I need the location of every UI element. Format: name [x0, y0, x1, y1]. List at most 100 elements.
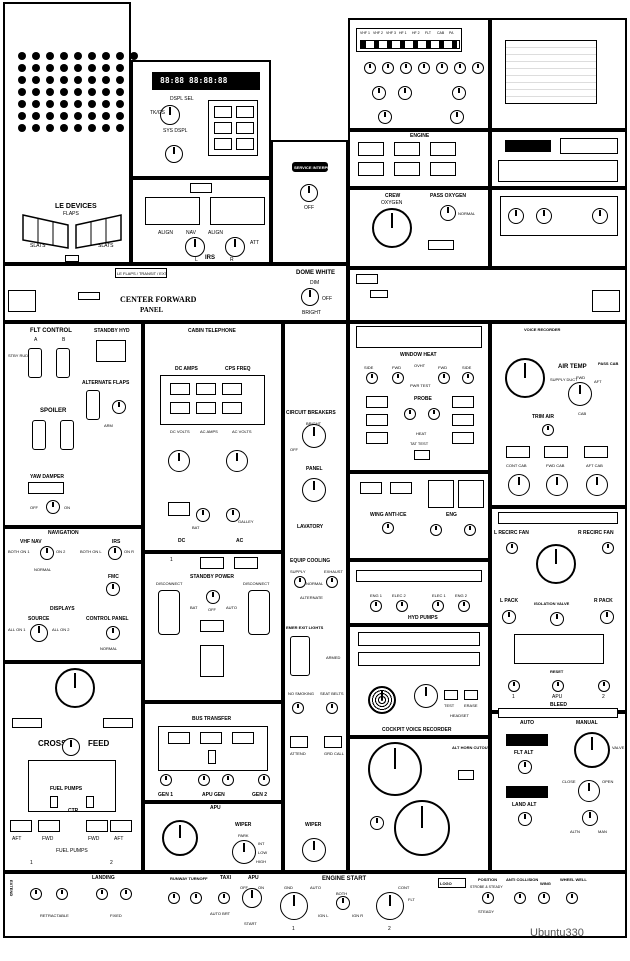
- landing-switch-3[interactable]: [96, 888, 108, 900]
- sys-dspl-knob[interactable]: [165, 145, 183, 163]
- emer-exit-guard[interactable]: [290, 636, 310, 676]
- yaw-damper-switch[interactable]: [46, 500, 60, 514]
- runway-turnoff-switch-l[interactable]: [168, 892, 180, 904]
- audio-knob-2[interactable]: [382, 62, 394, 74]
- audio-knob-1[interactable]: [364, 62, 376, 74]
- engine-start-2-knob[interactable]: [376, 892, 404, 920]
- cabin-alt-knob[interactable]: [370, 816, 384, 830]
- taxi-switch[interactable]: [218, 892, 230, 904]
- alt-horn-cutout-button[interactable]: [458, 770, 474, 780]
- wiper-knob-r[interactable]: [302, 838, 326, 862]
- apu-start-knob[interactable]: [242, 888, 262, 908]
- gen2-switch[interactable]: [258, 774, 270, 786]
- apu-bleed-switch[interactable]: [552, 680, 564, 692]
- audio-switch-row[interactable]: [360, 40, 460, 49]
- cvr-erase-button[interactable]: [464, 690, 478, 700]
- spoiler-a-switch[interactable]: [32, 420, 46, 450]
- audio-lower-knob-4[interactable]: [378, 110, 392, 124]
- displays-source-knob[interactable]: [30, 624, 48, 642]
- audio-knob-6[interactable]: [454, 62, 466, 74]
- r-pack-switch[interactable]: [600, 610, 614, 624]
- gen1-switch[interactable]: [160, 774, 172, 786]
- anti-collision-switch[interactable]: [514, 892, 526, 904]
- r-recirc-fan-switch[interactable]: [602, 542, 614, 554]
- audio-knob-4[interactable]: [418, 62, 430, 74]
- dome-white-switch[interactable]: [301, 288, 319, 306]
- position-light-switch[interactable]: [482, 892, 494, 904]
- disconnect-guard-r[interactable]: [248, 590, 270, 635]
- flt-control-b-switch[interactable]: [56, 348, 70, 378]
- fwd-cab-knob[interactable]: [546, 474, 568, 496]
- nav-irs-switch[interactable]: [108, 546, 122, 560]
- irs-left-mode-knob[interactable]: [185, 237, 205, 257]
- apu-gen-switch-2[interactable]: [222, 774, 234, 786]
- standby-power-switch[interactable]: [206, 590, 220, 604]
- mid-right-knob-3[interactable]: [592, 208, 608, 224]
- isolation-valve-switch[interactable]: [550, 612, 564, 626]
- landing-switch-4[interactable]: [120, 888, 132, 900]
- logo-light-switch[interactable]: [438, 878, 466, 888]
- le-devices-test-light[interactable]: [65, 255, 79, 262]
- pressurization-mode-knob[interactable]: [578, 780, 600, 802]
- runway-turnoff-switch-r[interactable]: [190, 892, 202, 904]
- engine-start-1-knob[interactable]: [280, 892, 308, 920]
- audio-lower-knob-5[interactable]: [450, 110, 464, 124]
- cvr-test-button[interactable]: [444, 690, 458, 700]
- control-panel-switch[interactable]: [106, 626, 120, 640]
- right-latch[interactable]: [592, 290, 620, 312]
- equip-supply-switch[interactable]: [294, 576, 306, 588]
- dspl-sel-knob[interactable]: [160, 105, 180, 125]
- probe-heat-a[interactable]: [404, 408, 416, 420]
- trim-air-switch[interactable]: [542, 424, 554, 436]
- window-heat-side-r[interactable]: [462, 372, 474, 384]
- hyd-eng1-switch[interactable]: [370, 600, 382, 612]
- l-recirc-fan-switch[interactable]: [506, 542, 518, 554]
- audio-lower-knob-2[interactable]: [398, 86, 412, 100]
- window-heat-fwd-r[interactable]: [438, 372, 450, 384]
- wheel-well-switch[interactable]: [566, 892, 578, 904]
- landing-switch-1[interactable]: [30, 888, 42, 900]
- flt-control-a-switch[interactable]: [28, 348, 42, 378]
- cont-cab-knob[interactable]: [508, 474, 530, 496]
- service-interphone-switch[interactable]: [300, 184, 318, 202]
- hyd-elec1-switch[interactable]: [432, 600, 444, 612]
- flt-alt-knob[interactable]: [518, 760, 532, 774]
- left-latch[interactable]: [8, 290, 36, 312]
- attend-button[interactable]: [290, 736, 308, 748]
- bleed-switch-1[interactable]: [508, 680, 520, 692]
- window-heat-side-l[interactable]: [366, 372, 378, 384]
- eng-anti-ice-switch-2[interactable]: [464, 524, 476, 536]
- mid-right-knob-1[interactable]: [508, 208, 524, 224]
- eng-anti-ice-switch-1[interactable]: [430, 524, 442, 536]
- dc-meter-selector[interactable]: [168, 450, 190, 472]
- bus-transfer-switch[interactable]: [208, 750, 216, 764]
- fmc-switch[interactable]: [106, 582, 120, 596]
- probe-heat-b[interactable]: [428, 408, 440, 420]
- wing-light-switch[interactable]: [538, 892, 550, 904]
- irs-right-mode-knob[interactable]: [225, 237, 245, 257]
- seat-belts-switch[interactable]: [326, 702, 338, 714]
- ctr-pump-switch-r[interactable]: [86, 796, 94, 808]
- spoiler-b-switch[interactable]: [60, 420, 74, 450]
- apu-gen-switch-1[interactable]: [198, 774, 210, 786]
- ctr-pump-switch-l[interactable]: [50, 796, 58, 808]
- pass-oxygen-switch[interactable]: [440, 205, 456, 221]
- land-alt-knob[interactable]: [518, 812, 532, 826]
- panel-dimmer[interactable]: [302, 478, 326, 502]
- vhf-nav-switch[interactable]: [40, 546, 54, 560]
- tat-test-button[interactable]: [414, 450, 430, 460]
- audio-lower-knob-3[interactable]: [452, 86, 466, 100]
- press-mode-selector[interactable]: [582, 810, 598, 826]
- window-heat-fwd-l[interactable]: [392, 372, 404, 384]
- air-temp-source-knob[interactable]: [568, 382, 592, 406]
- audio-knob-5[interactable]: [436, 62, 448, 74]
- landing-switch-2[interactable]: [56, 888, 68, 900]
- hyd-eng2-switch[interactable]: [458, 600, 470, 612]
- disconnect-guard-l[interactable]: [158, 590, 180, 635]
- alternate-flaps-arm-switch[interactable]: [86, 390, 100, 420]
- equip-exhaust-switch[interactable]: [326, 576, 338, 588]
- audio-knob-3[interactable]: [400, 62, 412, 74]
- audio-lower-knob-1[interactable]: [372, 86, 386, 100]
- no-smoking-switch[interactable]: [292, 702, 304, 714]
- galley-switch[interactable]: [226, 508, 240, 522]
